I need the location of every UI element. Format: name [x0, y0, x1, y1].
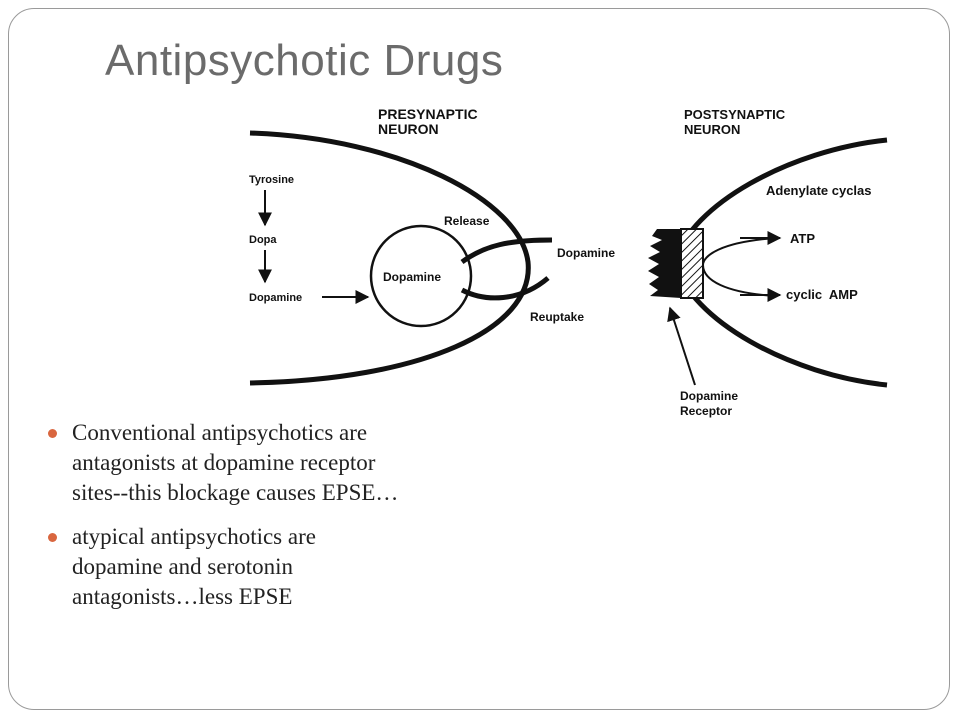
receptor-hatched-block	[680, 228, 704, 299]
bullet-item: atypical antipsychotics are dopamine and…	[48, 522, 408, 612]
atp-label: ATP	[790, 231, 815, 246]
bullet-text: Conventional antipsychotics are antagoni…	[72, 420, 399, 505]
bullet-dot-icon	[48, 533, 57, 542]
reuptake-path	[460, 276, 550, 301]
dopa-label: Dopa	[249, 234, 277, 246]
bullet-dot-icon	[48, 429, 57, 438]
bullet-item: Conventional antipsychotics are antagoni…	[48, 418, 408, 508]
slide-title: Antipsychotic Drugs	[105, 36, 504, 85]
presynaptic-membrane	[249, 130, 531, 386]
arrow-receptor	[667, 306, 696, 386]
receptor-label-2: Receptor	[680, 404, 732, 418]
receptor-label-1: Dopamine	[680, 389, 738, 403]
reuptake-label: Reuptake	[530, 310, 584, 324]
adenylate-label: Adenylate cyclas	[766, 183, 872, 198]
release-path	[460, 237, 553, 265]
atp-camp-curve	[701, 237, 777, 297]
synapse-dopamine-label: Dopamine	[557, 246, 615, 260]
vesicle-label: Dopamine	[383, 270, 441, 284]
slide-frame	[8, 8, 950, 710]
presynaptic-label-2: NEURON	[378, 121, 439, 137]
release-label: Release	[444, 214, 490, 228]
postsynaptic-membrane	[672, 137, 888, 388]
receptor-jagged-edge	[648, 229, 681, 298]
dopamine-vesicle	[369, 224, 473, 328]
bullet-list: Conventional antipsychotics are antagoni…	[48, 418, 408, 626]
presynaptic-label-1: PRESYNAPTIC	[378, 106, 478, 122]
dopamine-synthesis-label: Dopamine	[249, 292, 302, 304]
postsynaptic-label-1: POSTSYNAPTIC	[684, 107, 786, 122]
bullet-text: atypical antipsychotics are dopamine and…	[72, 524, 316, 609]
tyrosine-label: Tyrosine	[249, 174, 294, 186]
camp-label: cyclic AMP	[786, 287, 858, 302]
postsynaptic-label-2: NEURON	[684, 122, 740, 137]
